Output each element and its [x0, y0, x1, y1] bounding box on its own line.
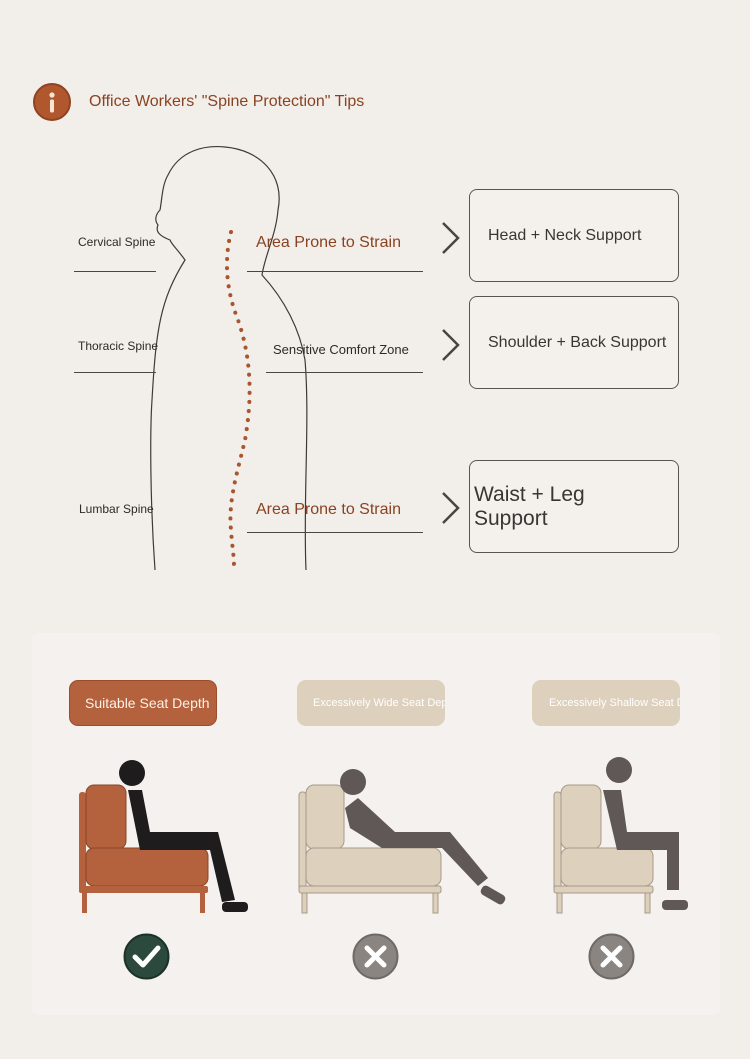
header: Office Workers' "Spine Protection" Tips — [33, 82, 364, 122]
comfort-zone-label: Sensitive Comfort Zone — [273, 342, 409, 357]
lower-zone-rule — [247, 532, 423, 533]
shallow-seat-chair-illustration — [553, 757, 688, 914]
human-silhouette — [150, 146, 308, 571]
wide-seat-chair-illustration — [298, 769, 506, 914]
thoracic-spine-label: Thoracic Spine — [78, 339, 159, 353]
waist-leg-support-text: Waist + Leg Support — [474, 483, 585, 530]
shoulder-back-support-text: Shoulder + Back Support — [488, 333, 667, 351]
info-icon — [33, 83, 71, 121]
suitable-seat-depth-label: Suitable Seat Depth — [85, 695, 210, 711]
spine-diagram: Cervical Spine Area Prone to Strain Thor… — [74, 146, 679, 571]
chevron-right-icon — [442, 222, 460, 254]
middle-zone-rule — [266, 372, 423, 373]
shallow-seat-depth-label: Excessively Shallow Seat Depth — [549, 697, 680, 709]
suitable-seat-depth-tag: Suitable Seat Depth — [69, 680, 217, 726]
waist-leg-support-card: Waist + Leg Support — [469, 460, 679, 553]
shallow-seat-depth-tag: Excessively Shallow Seat Depth — [532, 680, 680, 726]
chevron-right-icon — [442, 329, 460, 361]
cross-icon — [352, 933, 399, 980]
wide-seat-depth-label: Excessively Wide Seat Depth — [313, 697, 445, 709]
lumbar-spine-label: Lumbar Spine — [79, 502, 154, 516]
upper-zone-rule — [247, 271, 423, 272]
head-neck-support-card: Head + Neck Support — [469, 189, 679, 282]
page-title: Office Workers' "Spine Protection" Tips — [89, 93, 365, 110]
chevron-right-icon — [442, 492, 460, 524]
cervical-spine-label: Cervical Spine — [78, 235, 156, 249]
suitable-chair-illustration — [79, 760, 248, 913]
cervical-rule — [74, 271, 156, 272]
upper-strain-label: Area Prone to Strain — [256, 234, 401, 251]
check-icon — [123, 933, 170, 980]
thoracic-rule — [74, 372, 156, 373]
wide-seat-depth-tag: Excessively Wide Seat Depth — [297, 680, 445, 726]
lower-strain-label: Area Prone to Strain — [256, 501, 401, 518]
head-neck-support-text: Head + Neck Support — [488, 226, 642, 244]
shoulder-back-support-card: Shoulder + Back Support — [469, 296, 679, 389]
cross-icon — [588, 933, 635, 980]
